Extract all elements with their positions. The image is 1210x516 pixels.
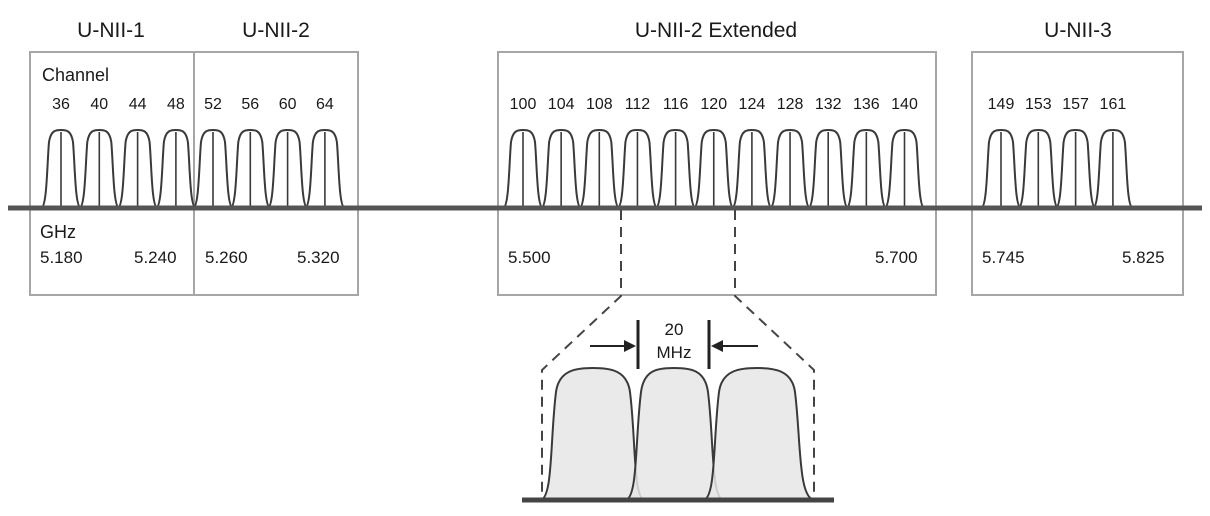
channel-label-48: 48: [167, 96, 185, 113]
freq-label-5240: 5.240: [134, 248, 177, 267]
channel-label-108: 108: [586, 96, 613, 113]
band-title-unii-3: U-NII-3: [1044, 19, 1112, 42]
channel-label-157: 157: [1062, 96, 1089, 113]
channel-curve-52: [192, 128, 234, 209]
channel-curve-56: [229, 128, 272, 209]
channel-label-153: 153: [1025, 96, 1052, 113]
channel-curve-120: [692, 128, 735, 209]
zoom-channel-left: [539, 366, 646, 501]
channel-label-140: 140: [891, 96, 918, 113]
channel-number-labels: 36 40 44 48 52 56 60 64 100 104 108 112 116 120 124 128…: [52, 96, 1126, 113]
channel-label-149: 149: [988, 96, 1015, 113]
band-box-unii-3: [971, 51, 1184, 296]
band-title-unii-2: U-NII-2: [242, 19, 310, 42]
channel-label-112: 112: [625, 96, 651, 113]
frequency-heading: GHz: [40, 222, 76, 242]
band-title-unii-2-extended: U-NII-2 Extended: [635, 19, 797, 42]
channel-label-124: 124: [739, 96, 766, 113]
channel-label-44: 44: [129, 96, 147, 113]
channel-label-104: 104: [548, 96, 575, 113]
channel-heading: Channel: [42, 65, 109, 85]
channel-curve-161: [1091, 128, 1134, 209]
channel-label-132: 132: [815, 96, 842, 113]
width-arrow-right: [711, 340, 758, 352]
channel-curve-60: [266, 128, 309, 209]
channel-curve-116: [654, 128, 697, 209]
channel-curves: [40, 128, 1134, 209]
channel-curve-124: [730, 128, 773, 209]
channel-label-136: 136: [853, 96, 880, 113]
channel-curve-36: [40, 128, 82, 209]
freq-label-5260: 5.260: [205, 248, 248, 267]
channel-curve-157: [1054, 128, 1097, 209]
channel-curve-140: [883, 128, 926, 209]
freq-label-5825: 5.825: [1122, 248, 1165, 267]
channel-curve-64: [303, 128, 346, 209]
channel-curve-44: [116, 128, 159, 209]
band-box-unii-2-extended: [497, 51, 937, 296]
channel-label-36: 36: [52, 96, 70, 113]
zoom-channel-middle: [624, 366, 725, 501]
zoom-channel-right: [702, 366, 816, 501]
channel-curve-153: [1017, 128, 1060, 209]
channel-curve-112: [616, 128, 659, 209]
channel-label-161: 161: [1100, 96, 1127, 113]
freq-label-5745: 5.745: [982, 248, 1025, 267]
band-title-unii-1: U-NII-1: [77, 19, 145, 42]
channel-curve-40: [78, 128, 121, 209]
channel-label-120: 120: [700, 96, 727, 113]
channel-curve-108: [578, 128, 621, 209]
channel-label-60: 60: [279, 96, 297, 113]
channel-curve-48: [154, 128, 197, 209]
zoom-guide-lines: [541, 210, 815, 500]
zoom-channel-shapes: [539, 366, 816, 501]
freq-label-5180: 5.180: [40, 248, 83, 267]
channel-label-100: 100: [510, 96, 537, 113]
channel-label-40: 40: [90, 96, 108, 113]
channel-width-indicator: [636, 320, 711, 369]
channel-curve-136: [845, 128, 888, 209]
channel-width-unit: MHz: [657, 343, 692, 362]
channel-label-52: 52: [204, 96, 222, 113]
freq-label-5320: 5.320: [297, 248, 340, 267]
freq-label-5700: 5.700: [875, 248, 918, 267]
channel-label-128: 128: [777, 96, 804, 113]
channel-curve-128: [769, 128, 812, 209]
width-arrow-left: [590, 340, 636, 352]
channel-label-56: 56: [241, 96, 259, 113]
channel-curve-132: [807, 128, 850, 209]
channel-curve-100: [502, 128, 544, 209]
channel-label-116: 116: [663, 96, 689, 113]
channel-curve-104: [540, 128, 583, 209]
channel-curve-149: [980, 128, 1022, 209]
channel-label-64: 64: [316, 96, 334, 113]
freq-label-5500: 5.500: [508, 248, 551, 267]
channel-width-value: 20: [665, 320, 684, 339]
band-box-unii-2: [193, 51, 359, 296]
